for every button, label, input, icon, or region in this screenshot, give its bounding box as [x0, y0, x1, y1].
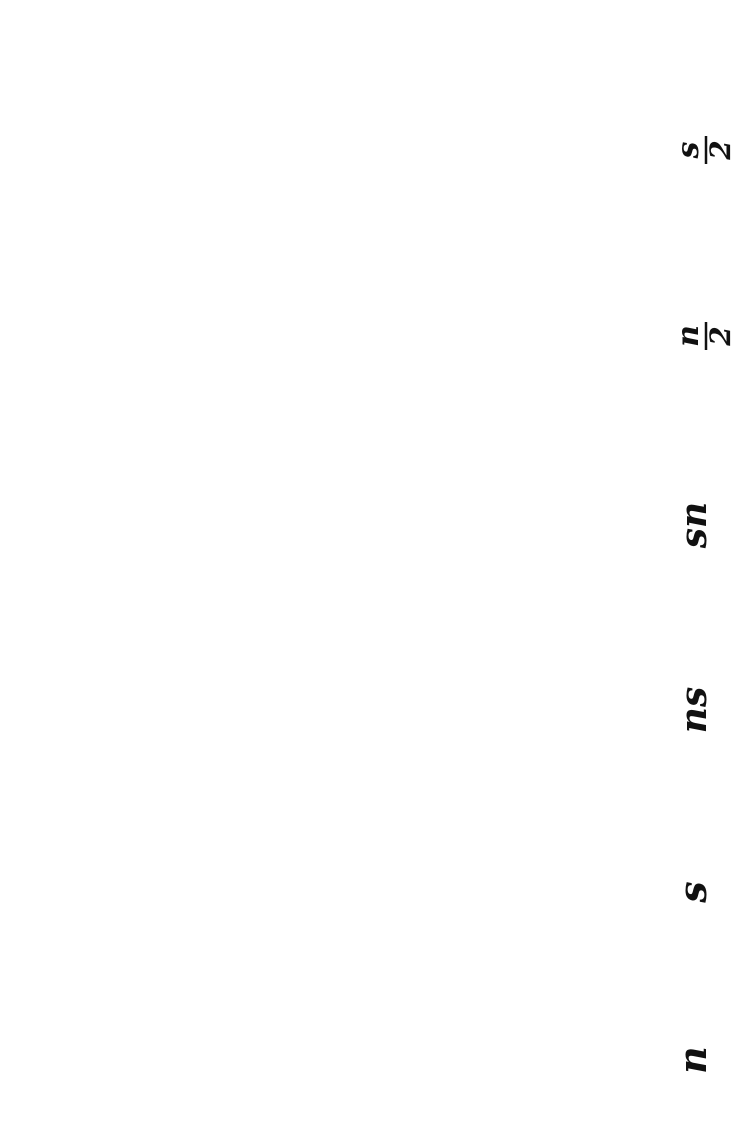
col-label-3: ns — [673, 687, 715, 733]
col-label-6: s — [671, 141, 706, 159]
col-label-2: s — [670, 881, 715, 903]
col-label-6-den: 2 — [704, 140, 734, 160]
col-label-5-den: 2 — [704, 326, 734, 346]
col-label-5: n — [671, 325, 706, 347]
col-label-4: sn — [673, 502, 715, 549]
col-label-1: n — [670, 1046, 715, 1074]
